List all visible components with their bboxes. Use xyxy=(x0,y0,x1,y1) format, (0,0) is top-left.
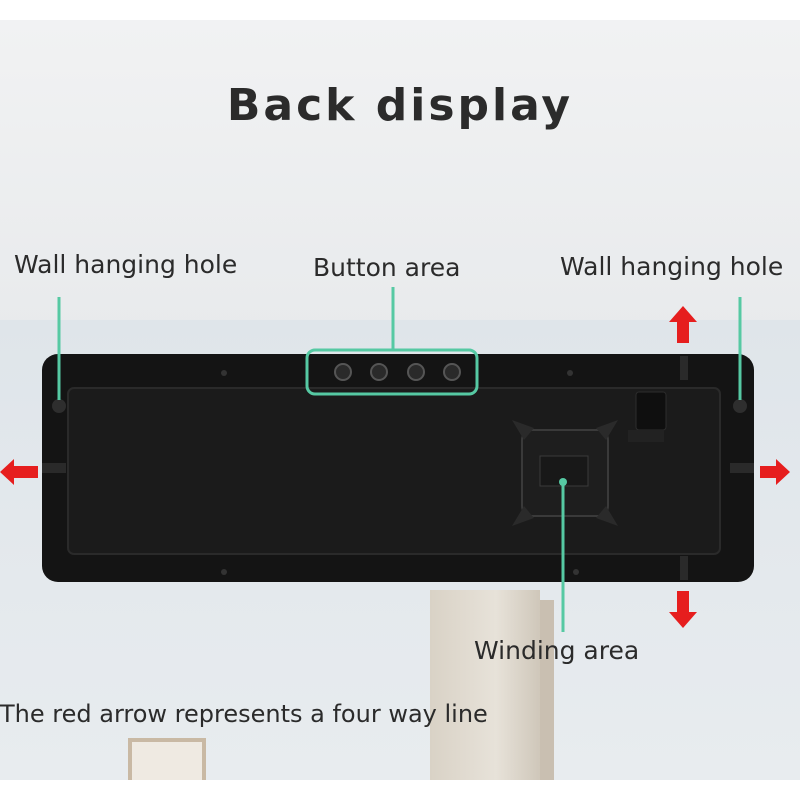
arrow-right-icon xyxy=(760,459,790,485)
buttons xyxy=(334,363,461,381)
door xyxy=(430,590,540,780)
button-3 xyxy=(407,363,425,381)
clock-back-panel xyxy=(42,354,754,582)
page-title: Back display xyxy=(226,80,574,131)
label-wall-hanging-hole-right: Wall hanging hole xyxy=(560,252,784,281)
callout-lines xyxy=(57,287,742,632)
label-wall-hanging-hole-left: Wall hanging hole xyxy=(14,250,238,279)
ceiling xyxy=(0,20,800,340)
arrow-down-icon xyxy=(669,591,697,628)
label-winding-area: Winding area xyxy=(474,636,640,665)
wall-hanging-hole-left xyxy=(52,399,66,413)
arrow-left-icon xyxy=(0,459,38,485)
button-4 xyxy=(443,363,461,381)
button-2 xyxy=(370,363,388,381)
label-button-area: Button area xyxy=(313,253,461,282)
winding-point xyxy=(559,478,567,486)
wall-hanging-hole-right xyxy=(733,399,747,413)
four-way-arrows xyxy=(0,306,790,628)
winding-mechanism xyxy=(512,420,618,526)
arrow-up-icon xyxy=(669,306,697,343)
door-frame xyxy=(540,600,554,780)
button-1 xyxy=(334,363,352,381)
caption: The red arrow represents a four way line xyxy=(0,700,488,728)
wall-picture xyxy=(128,738,206,780)
